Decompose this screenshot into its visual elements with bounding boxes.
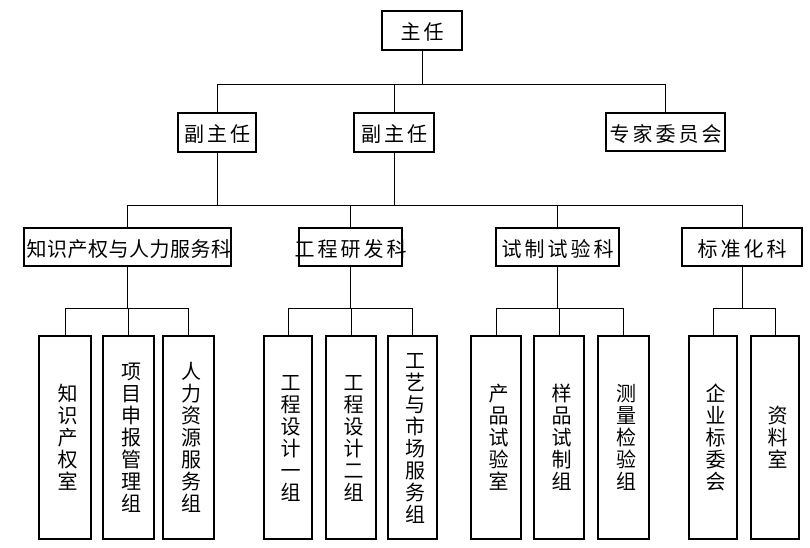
- connector-deputy-left-stem: [217, 153, 218, 205]
- node-group-sample-trial: 样品试制组: [533, 335, 585, 540]
- node-group-enterprise-std-label: 企业标委会: [702, 382, 724, 493]
- node-group-measure-inspect: 测量检验组: [597, 335, 650, 540]
- node-group-ip-office: 知识产权室: [38, 335, 92, 540]
- node-dept-trial: 试制试验科: [495, 227, 620, 267]
- connector-project-declare-drop: [128, 308, 129, 335]
- node-dept-ip-hr-label: 知识产权与人力服务科: [26, 238, 232, 261]
- node-dept-trial-label: 试制试验科: [501, 238, 617, 261]
- connector-ip-office-drop: [65, 308, 66, 335]
- node-group-design-1: 工程设计一组: [263, 335, 313, 540]
- node-group-design-1-label: 工程设计一组: [277, 371, 299, 504]
- node-dept-standardization: 标准化科: [681, 227, 803, 267]
- node-group-project-declare: 项目申报管理组: [102, 335, 155, 540]
- node-deputy-director-left-label: 副主任: [184, 124, 253, 146]
- node-group-design-2: 工程设计二组: [325, 335, 377, 540]
- connector-craft-market-drop: [412, 308, 413, 335]
- node-group-measure-inspect-label: 测量检验组: [612, 382, 635, 493]
- connector-level3-rail: [127, 205, 743, 206]
- connector-dept-ip-hr-drop: [127, 205, 128, 227]
- node-director-label: 主任: [400, 22, 447, 44]
- node-director: 主任: [381, 10, 463, 51]
- connector-dept-rd-drop: [350, 205, 351, 227]
- node-group-project-declare-label: 项目申报管理组: [117, 360, 140, 515]
- node-deputy-director-left: 副主任: [177, 112, 257, 153]
- node-dept-rd-label: 工程研发科: [294, 238, 410, 261]
- connector-enterprise-std-drop: [713, 308, 714, 335]
- node-group-ip-office-label: 知识产权室: [54, 382, 76, 493]
- connector-std-rail: [713, 308, 775, 309]
- connector-director-stem: [422, 51, 423, 84]
- connector-expert-drop: [665, 84, 666, 112]
- connector-trial-stem: [557, 267, 558, 308]
- node-deputy-director-center-label: 副主任: [361, 124, 430, 146]
- connector-std-stem: [742, 267, 743, 308]
- connector-archive-drop: [775, 308, 776, 335]
- node-deputy-director-center: 副主任: [353, 112, 435, 153]
- node-dept-ip-hr: 知识产权与人力服务科: [23, 227, 232, 267]
- connector-rd-rail: [288, 308, 412, 309]
- connector-deputy-center-stem: [394, 153, 395, 205]
- node-dept-standardization-label: 标准化科: [697, 238, 790, 261]
- connector-product-test-drop: [496, 308, 497, 335]
- connector-ip-hr-stem: [127, 267, 128, 308]
- node-group-sample-trial-label: 样品试制组: [548, 382, 570, 493]
- node-dept-rd: 工程研发科: [295, 227, 407, 267]
- node-expert-committee: 专家委员会: [605, 112, 726, 152]
- connector-ip-hr-rail: [65, 308, 188, 309]
- node-group-archive: 资料室: [750, 335, 800, 540]
- node-group-craft-market-label: 工艺与市场服务组: [401, 349, 424, 526]
- connector-dept-trial-drop: [557, 205, 558, 227]
- connector-level2-rail: [217, 84, 666, 85]
- connector-design2-drop: [351, 308, 352, 335]
- node-group-product-test: 产品试验室: [470, 335, 522, 540]
- connector-sample-trial-drop: [559, 308, 560, 335]
- connector-hr-service-drop: [188, 308, 189, 335]
- node-group-design-2-label: 工程设计二组: [340, 371, 362, 504]
- node-group-hr-service: 人力资源服务组: [162, 335, 215, 540]
- connector-design1-drop: [288, 308, 289, 335]
- connector-measure-inspect-drop: [623, 308, 624, 335]
- node-group-craft-market: 工艺与市场服务组: [387, 335, 438, 540]
- node-group-archive-label: 资料室: [764, 404, 786, 471]
- node-group-hr-service-label: 人力资源服务组: [177, 360, 200, 515]
- connector-deputy-center-drop: [394, 84, 395, 112]
- node-group-enterprise-std: 企业标委会: [688, 335, 738, 540]
- connector-deputy-left-drop: [217, 84, 218, 112]
- connector-rd-stem: [350, 267, 351, 308]
- node-expert-committee-label: 专家委员会: [609, 123, 725, 146]
- connector-dept-std-drop: [742, 205, 743, 227]
- node-group-product-test-label: 产品试验室: [485, 382, 507, 493]
